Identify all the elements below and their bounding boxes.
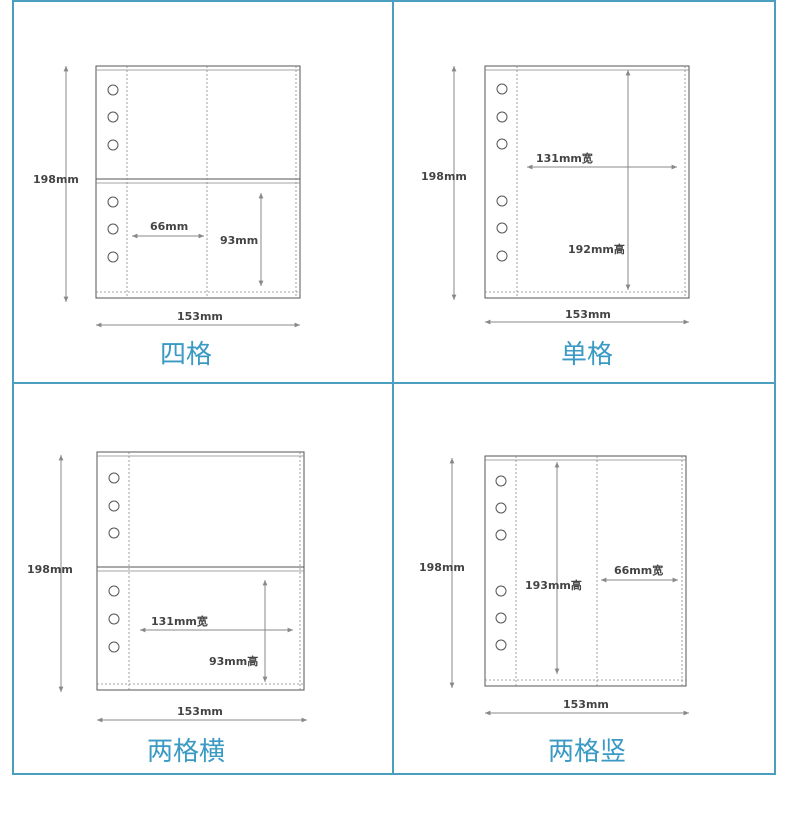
height-label: 198mm bbox=[33, 173, 79, 186]
height-label: 198mm bbox=[421, 170, 467, 183]
height-label: 198mm bbox=[27, 563, 73, 576]
panel-title: 四格 bbox=[160, 340, 212, 370]
pocket-height-label: 93mm高 bbox=[209, 654, 258, 668]
panel-title: 两格竖 bbox=[548, 737, 626, 767]
pocket-width-label: 131mm宽 bbox=[536, 151, 593, 165]
panel-title: 单格 bbox=[561, 340, 613, 370]
panel-title: 两格横 bbox=[147, 737, 225, 767]
dimension-arrows bbox=[63, 66, 300, 328]
width-label: 153mm bbox=[177, 310, 223, 323]
binder-holes bbox=[496, 83, 508, 262]
pocket-height-label: 193mm高 bbox=[525, 578, 582, 592]
dimension-arrows bbox=[58, 455, 307, 723]
pocket-height-label: 192mm高 bbox=[568, 242, 625, 256]
width-label: 153mm bbox=[565, 308, 611, 321]
dimension-arrows bbox=[449, 458, 689, 716]
pocket-width-label: 66mm bbox=[150, 220, 188, 233]
height-label: 198mm bbox=[419, 561, 465, 574]
panel-two-vertical: 198mm 153mm 193mm高 66mm宽 两格竖 bbox=[419, 455, 689, 767]
binder-holes bbox=[495, 475, 507, 651]
sleeve-outline bbox=[484, 65, 690, 299]
panel-four-pocket: 198mm 153mm 66mm 93mm 四格 bbox=[33, 65, 301, 370]
sleeve-outline bbox=[484, 455, 687, 687]
binder-holes bbox=[108, 472, 120, 653]
panel-single-pocket: 198mm 153mm 131mm宽 192mm高 单格 bbox=[421, 65, 690, 370]
panel-two-horizontal: 198mm 153mm 131mm宽 93mm高 两格横 bbox=[27, 451, 307, 767]
width-label: 153mm bbox=[563, 698, 609, 711]
sleeve-outline bbox=[96, 451, 305, 691]
width-label: 153mm bbox=[177, 705, 223, 718]
dimension-arrows bbox=[451, 66, 689, 325]
pocket-height-label: 93mm bbox=[220, 234, 258, 247]
sleeve-outline bbox=[95, 65, 301, 299]
grid-frame bbox=[12, 0, 776, 775]
pocket-width-label: 66mm宽 bbox=[614, 563, 663, 577]
pocket-width-label: 131mm宽 bbox=[151, 614, 208, 628]
binder-holes bbox=[107, 84, 119, 263]
